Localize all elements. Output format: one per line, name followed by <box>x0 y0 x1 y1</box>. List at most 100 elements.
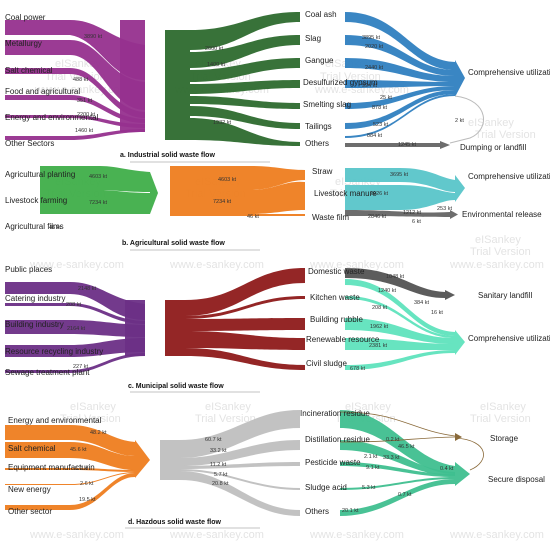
arrow-util-c <box>455 330 465 355</box>
flow-coal-power <box>5 20 145 80</box>
flow-other-sector-d <box>5 473 135 510</box>
waste-label: Civil sludge <box>306 359 347 368</box>
panel-a-waste-flows <box>165 12 300 146</box>
panel-c-mid-hub <box>165 300 185 356</box>
panel-c-left-hub <box>125 300 145 356</box>
flow-incin-storage <box>339 411 456 437</box>
panel-a-labels: Coal power Metallurgy Salt chemical Food… <box>5 10 550 163</box>
flow-value: 2.1 kt <box>364 454 378 460</box>
flow-gangue-util <box>345 58 455 82</box>
fate-label: Sanitary landfill <box>478 291 532 300</box>
flow-value: 2200 kt <box>77 112 96 118</box>
flow-value: 0.4 kt <box>440 466 454 472</box>
flow-value: 678 kt <box>350 366 365 372</box>
flow-value: 5.7 kt <box>214 472 228 478</box>
flow-recycling <box>5 338 145 357</box>
source-label: Catering industry <box>5 294 65 303</box>
fate-label: Comprehensive utilization <box>468 172 550 181</box>
fate-label: Storage <box>490 434 519 443</box>
arrow-storage <box>455 433 462 441</box>
flow-building <box>5 320 145 337</box>
flow-value: 46 kt <box>49 225 61 231</box>
flow-energy-env-d <box>5 425 135 456</box>
flow-value: 208 kt <box>66 302 81 308</box>
watermark-text: Trial Version <box>195 413 256 425</box>
waste-label: Gangue <box>305 56 334 65</box>
flow-rubble-util <box>345 318 455 344</box>
flow-straw-util <box>345 168 455 192</box>
waste-label: Pesticide waste <box>305 458 361 467</box>
waste-label: Incineration residue <box>300 409 370 418</box>
source-label: Resource recycling industry <box>5 347 103 356</box>
panel-agricultural: Agricultural planting Livestock farming … <box>5 166 550 251</box>
flow-value: 523 kt <box>373 122 388 128</box>
panel-c-landfill-flows <box>345 268 455 300</box>
flow-pesticide-disposal <box>340 462 455 477</box>
flow-value: 45.6 kt <box>70 447 87 453</box>
flow-value: 5.3 kt <box>362 485 376 491</box>
flow-to-tailings <box>190 106 300 129</box>
flow-to-slag <box>190 35 300 68</box>
arrow-b-left <box>150 172 158 214</box>
source-label: Livestock farming <box>5 196 67 205</box>
flow-distill-storage <box>339 436 456 443</box>
flow-to-smelting <box>190 96 300 109</box>
flow-film <box>170 214 305 216</box>
waste-label: Others <box>305 139 329 148</box>
flow-renewable <box>185 331 305 350</box>
flow-value: 7234 kt <box>213 199 232 205</box>
flow-value: 0.2 kt <box>386 437 400 443</box>
flow-value: 1212 kt <box>403 210 422 216</box>
flow-value: 33.3 kt <box>383 455 400 461</box>
flow-agri-planting <box>40 166 150 192</box>
waste-label: Distillation residue <box>305 435 370 444</box>
flow-slag-util <box>345 35 455 76</box>
flow-value: 4603 kt <box>218 177 237 183</box>
flow-value: 7234 kt <box>89 200 108 206</box>
panel-a-left-hub <box>120 20 145 132</box>
source-label: Salt chemical <box>5 66 53 75</box>
panel-a-mid-hub <box>165 30 190 140</box>
flow-value: 1460 kt <box>75 128 94 134</box>
flow-manure-util <box>345 185 455 210</box>
watermark-text: www.e-sankey.com <box>309 529 404 541</box>
panel-d-waste-flows <box>160 410 300 516</box>
watermark-text: Trial Version <box>470 246 531 258</box>
fate-label: Comprehensive utilization <box>468 334 550 343</box>
flow-value: 0.7 kt <box>398 492 412 498</box>
source-label: Energy and environmental <box>8 416 102 425</box>
flow-sludge-acid <box>180 469 300 490</box>
panel-c-labels: Public places Catering industry Building… <box>5 265 550 393</box>
flow-value: 33.2 kt <box>210 448 227 454</box>
flow-manure-release <box>345 210 450 217</box>
source-label: Energy and environmental <box>5 113 99 122</box>
panel-a-source-flows <box>5 20 145 140</box>
flow-value: 1240 kt <box>378 288 397 294</box>
flow-value: 1245 kt <box>398 142 417 148</box>
arrow-d-left <box>135 440 150 478</box>
flow-straw <box>170 166 305 190</box>
arrow-secure-disposal <box>455 462 470 486</box>
watermark-text: www.e-sankey.com <box>169 529 264 541</box>
flow-value: 25 kt <box>380 95 392 101</box>
flow-to-gypsum <box>190 80 300 94</box>
flow-value: 2164 kt <box>67 326 86 332</box>
watermark-text: www.e-sankey.com <box>449 259 544 271</box>
watermark-text: www.e-sankey.com <box>169 259 264 271</box>
watermark-text: eISankey <box>475 234 521 246</box>
fate-label: Secure disposal <box>488 475 545 484</box>
flow-value: 2381 kt <box>369 343 388 349</box>
flow-util-to-landfill <box>449 95 484 144</box>
flow-value: 46 kt <box>247 214 259 220</box>
flow-incineration <box>180 410 300 458</box>
fate-label: Dumping or landfill <box>460 143 526 152</box>
flow-value: 4603 kt <box>89 174 108 180</box>
flow-coal-ash-util <box>345 12 455 70</box>
flow-incin-disposal <box>340 410 455 474</box>
watermark-text: Trial Version <box>60 413 121 425</box>
panel-b-fate-flows <box>345 168 465 210</box>
flow-value: 994 kt <box>362 83 377 89</box>
watermark-text: Trial Version <box>470 413 531 425</box>
flow-distill-disposal <box>340 440 455 476</box>
flow-to-coal-ash <box>190 12 300 50</box>
